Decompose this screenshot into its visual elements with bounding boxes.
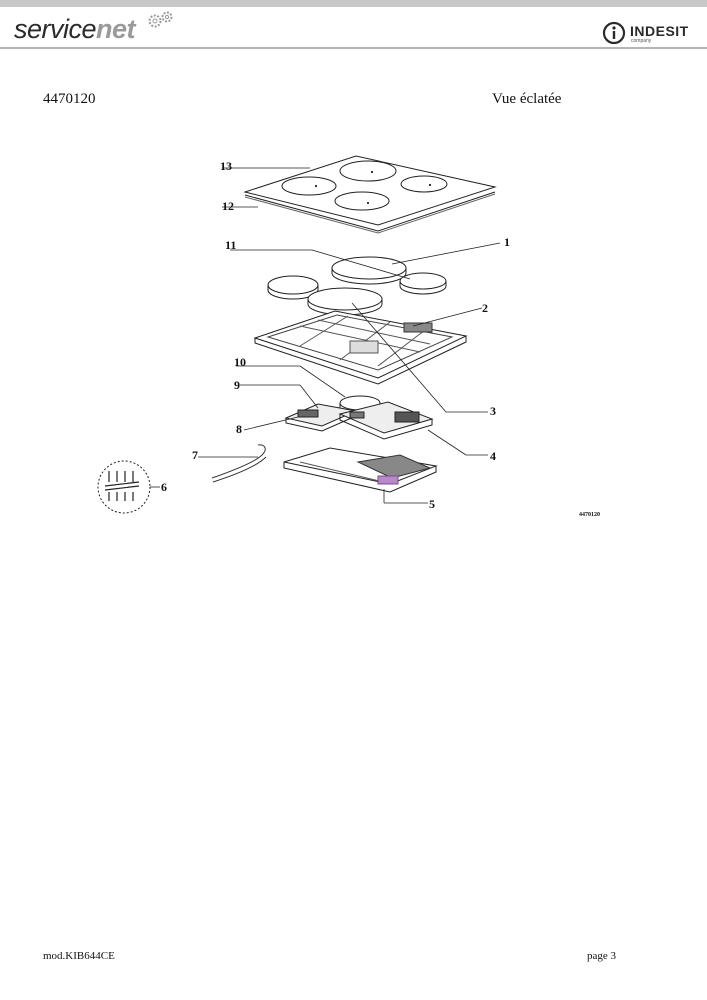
support-tray-part xyxy=(253,310,468,385)
logo-text-service: service xyxy=(14,14,97,44)
part-label-10: 10 xyxy=(234,355,246,369)
leader-lines xyxy=(150,167,501,504)
part-label-2: 2 xyxy=(482,301,488,315)
diagram-ref-code: 4470120 xyxy=(579,512,600,518)
screws-detail-part xyxy=(97,460,151,514)
footer-page-number: page 3 xyxy=(587,950,617,962)
footer-model: mod.KIB644CE xyxy=(43,950,115,962)
gasket-part xyxy=(244,191,496,232)
bottom-casing-part xyxy=(283,447,438,493)
part-label-4: 4 xyxy=(490,449,496,463)
part-label-1: 1 xyxy=(504,235,510,249)
top-rule xyxy=(0,0,707,7)
part-label-6: 6 xyxy=(161,480,167,494)
part-label-8: 8 xyxy=(236,422,242,436)
heating-plates-part xyxy=(267,256,447,316)
power-cable-part xyxy=(211,444,267,483)
logo-text-net: net xyxy=(96,14,136,44)
view-title: Vue éclatée xyxy=(492,91,562,107)
part-label-9: 9 xyxy=(234,378,240,392)
header-rule xyxy=(0,47,707,49)
servicenet-logo: servicenet xyxy=(14,14,136,45)
part-label-5: 5 xyxy=(429,497,435,511)
part-label-7: 7 xyxy=(192,448,198,462)
brand-name: INDESIT xyxy=(630,23,689,39)
document-code: 4470120 xyxy=(43,91,96,107)
indesit-logo-icon xyxy=(602,21,626,45)
part-label-13: 13 xyxy=(220,159,232,173)
exploded-view-diagram: 1 2 3 4 5 6 7 8 9 10 11 12 13 4470120 xyxy=(97,155,600,518)
part-label-3: 3 xyxy=(490,404,496,418)
electronic-boards-part xyxy=(284,395,434,440)
part-label-11: 11 xyxy=(225,238,236,252)
part-label-12: 12 xyxy=(222,199,234,213)
brand-subtitle: company xyxy=(631,38,652,44)
glass-top-part xyxy=(243,155,497,226)
gears-icon xyxy=(148,11,173,28)
